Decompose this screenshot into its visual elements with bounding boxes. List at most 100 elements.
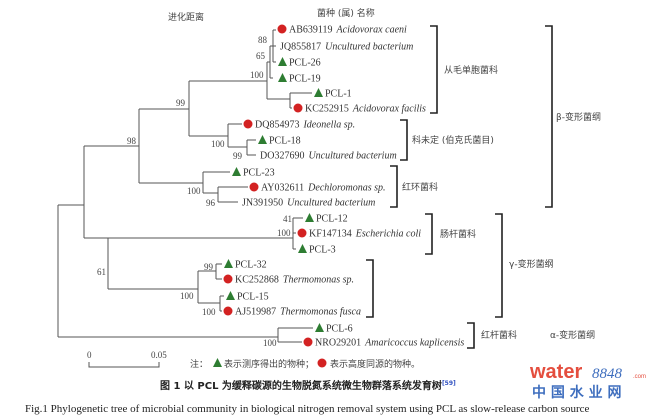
circle-marker-icon: [317, 358, 327, 368]
scale-bar: 0 0.05: [87, 350, 167, 368]
bootstrap-values: 88 65 100 99 98 100 99 100 96 41 100 61 …: [97, 35, 292, 348]
watermark-number: 8848: [592, 366, 623, 382]
family-label: 肠杆菌科: [440, 228, 476, 240]
leaf-label: PCL-18: [269, 136, 301, 147]
distance-header: 进化距离: [168, 11, 204, 23]
triangle-marker-icon: [213, 358, 222, 367]
bootstrap-label: 100: [263, 338, 277, 348]
leaf-label: PCL-3: [309, 245, 336, 256]
circle-marker-icon: [249, 182, 259, 192]
bootstrap-label: 100: [202, 307, 216, 317]
bootstrap-label: 96: [206, 198, 216, 208]
bootstrap-label: 99: [176, 98, 186, 108]
scale-max: 0.05: [151, 350, 167, 360]
scale-min: 0: [87, 350, 92, 360]
bootstrap-label: 99: [204, 262, 214, 272]
leaf-label: PCL-19: [289, 74, 321, 85]
leaf-pcl-1: PCL-1: [314, 88, 352, 100]
leaf-pcl-32: PCL-32: [224, 259, 267, 271]
family-label: 红环菌科: [402, 181, 438, 193]
triangle-marker-icon: [224, 259, 233, 268]
circle-marker-icon: [303, 337, 313, 347]
tree-branches: [57, 29, 313, 343]
name-header: 菌种 (属) 名称: [317, 7, 375, 19]
triangle-marker-icon: [278, 73, 287, 82]
leaf-pcl-18: PCL-18: [258, 135, 301, 147]
family-label: 红杆菌科: [481, 329, 517, 341]
family-label: 从毛单胞菌科: [444, 64, 498, 76]
leaf-pcl-19: PCL-19: [278, 73, 321, 85]
bootstrap-label: 100: [187, 186, 201, 196]
bootstrap-label: 98: [127, 136, 137, 146]
triangle-marker-icon: [258, 135, 267, 144]
bootstrap-label: 88: [258, 35, 268, 45]
leaf-label: PCL-15: [237, 292, 269, 303]
circle-marker-icon: [293, 103, 303, 113]
bootstrap-label: 100: [277, 228, 291, 238]
class-label: γ-变形菌纲: [509, 258, 554, 270]
watermark-brand: water: [529, 361, 582, 383]
bootstrap-label: 100: [211, 139, 225, 149]
circle-marker-icon: [243, 119, 253, 129]
leaf-pcl-26: PCL-26: [278, 57, 321, 69]
leaf-label: PCL-32: [235, 260, 267, 271]
triangle-marker-icon: [232, 167, 241, 176]
leaf-label: PCL-12: [316, 214, 348, 225]
leaf-pcl-6: PCL-6: [315, 323, 353, 335]
leaf-pcl-15: PCL-15: [226, 291, 269, 303]
watermark-logo: water 8848 .com 中 国 水 业 网: [529, 361, 646, 401]
note-circle-text: 表示高度同源的物种。: [330, 358, 420, 370]
triangle-marker-icon: [226, 291, 235, 300]
bootstrap-label: 41: [283, 214, 292, 224]
note-triangle-text: 表示测序得出的物种；: [224, 358, 314, 370]
bootstrap-label: 61: [97, 267, 106, 277]
legend-note: 注： 表示测序得出的物种； 表示高度同源的物种。: [190, 358, 420, 370]
class-label: β-变形菌纲: [556, 111, 601, 123]
triangle-marker-icon: [305, 213, 314, 222]
leaf-pcl-23: PCL-23: [232, 167, 275, 179]
leaf-label: PCL-1: [325, 89, 352, 100]
bootstrap-label: 100: [250, 70, 264, 80]
triangle-marker-icon: [315, 323, 324, 332]
figure-caption-en: Fig.1 Phylogenetic tree of microbial com…: [25, 403, 590, 415]
circle-marker-icon: [223, 274, 233, 284]
family-label: 科未定 (伯克氏菌目): [412, 134, 494, 146]
triangle-marker-icon: [314, 88, 323, 97]
leaf-label: PCL-23: [243, 168, 275, 179]
family-brackets: 从毛单胞菌科 科未定 (伯克氏菌目) 红环菌科 肠杆菌科 红杆菌科 β-变形菌纲…: [366, 25, 601, 349]
triangle-marker-icon: [298, 244, 307, 253]
leaf-label: PCL-26: [289, 58, 321, 69]
figure-caption-cn: 图 1 以 PCL 为缓释碳源的生物脱氮系统微生物群落系统发育树[59]: [160, 379, 456, 392]
bootstrap-label: 100: [180, 291, 194, 301]
circle-marker-icon: [297, 228, 307, 238]
watermark-cn: 中 国 水 业 网: [532, 384, 622, 401]
class-label: α-变形菌纲: [550, 329, 595, 341]
note-prefix: 注：: [190, 358, 208, 370]
triangle-marker-icon: [278, 57, 287, 66]
bootstrap-label: 65: [256, 51, 266, 61]
watermark-suffix: .com: [633, 374, 646, 380]
circle-marker-icon: [223, 306, 233, 316]
bootstrap-label: 99: [233, 151, 243, 161]
